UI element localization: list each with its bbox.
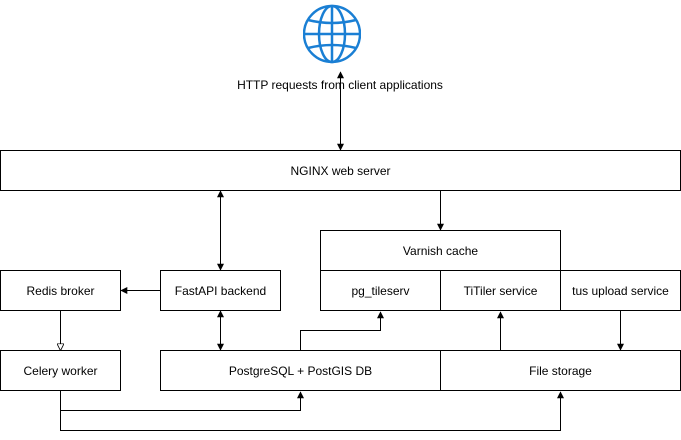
pg-tileserv-node: pg_tileserv (320, 270, 441, 311)
postgres-label: PostgreSQL + PostGIS DB (228, 363, 373, 378)
fastapi-label: FastAPI backend (174, 283, 267, 298)
file-storage-label: File storage (529, 363, 592, 378)
pg-tileserv-label: pg_tileserv (351, 283, 410, 298)
nginx-label: NGINX web server (290, 163, 391, 178)
redis-label: Redis broker (26, 283, 95, 298)
edge-celery-filestorage (60, 391, 564, 431)
celery-label: Celery worker (23, 363, 98, 378)
titiler-label: TiTiler service (463, 283, 538, 298)
fastapi-node: FastAPI backend (160, 270, 281, 311)
celery-node: Celery worker (0, 350, 121, 391)
nginx-node: NGINX web server (0, 150, 681, 191)
postgres-node: PostgreSQL + PostGIS DB (160, 350, 441, 391)
edge-celery-postgres (60, 391, 304, 411)
file-storage-node: File storage (440, 350, 681, 391)
titiler-node: TiTiler service (440, 270, 561, 311)
varnish-label: Varnish cache (402, 243, 479, 258)
redis-node: Redis broker (0, 270, 121, 311)
edge-postgres-pgtileserv (300, 311, 384, 350)
globe-icon (303, 4, 361, 64)
tus-node: tus upload service (560, 270, 681, 311)
tus-label: tus upload service (572, 283, 669, 298)
varnish-node: Varnish cache (320, 230, 561, 271)
